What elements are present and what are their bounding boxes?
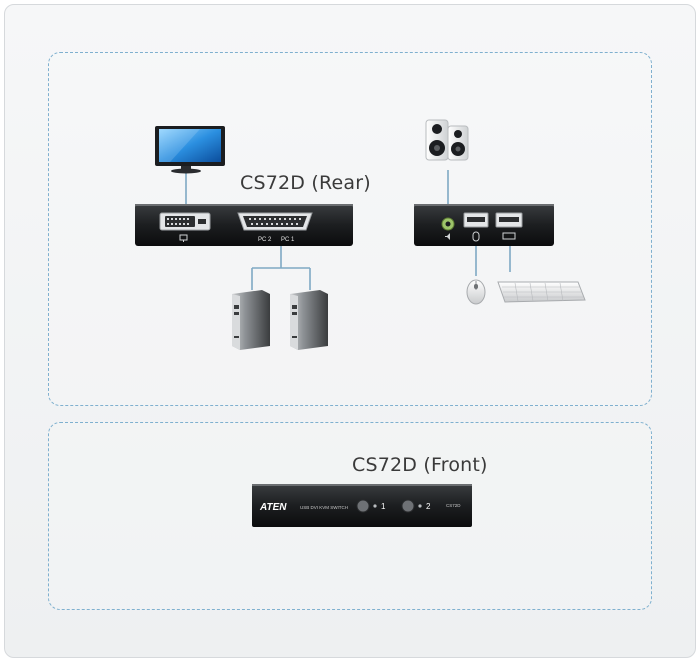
dvi-port: [159, 212, 211, 231]
pc-tower-icon: [290, 290, 328, 350]
kvm-rear-unit-right: [414, 204, 554, 246]
usb-port-keyboard: [495, 212, 523, 228]
kvm-cable-port: [237, 212, 313, 231]
rear-title: CS72D (Rear): [240, 172, 371, 194]
usb-port-mouse: [463, 212, 489, 228]
port-2-button[interactable]: 2: [401, 499, 431, 513]
connection-lines: [185, 170, 511, 290]
pc-tower-icon: [232, 290, 270, 350]
diagram-frame: [4, 4, 696, 658]
keyboard-port-icon: [502, 232, 516, 240]
kvm-front-unit: ATEN USB DVI KVM SWITCH CS72D 1 2: [252, 484, 472, 527]
port-1-label: 1: [381, 502, 386, 511]
brand-logo: ATEN: [259, 502, 287, 513]
pc2-port-label: PC 2: [258, 237, 272, 243]
speaker-port-icon: [445, 233, 450, 240]
mouse-port-icon: [472, 231, 480, 242]
keyboard-icon: [497, 281, 586, 303]
port-2-label: 2: [426, 502, 431, 511]
model-label: CS72D: [446, 503, 461, 508]
monitor-icon: [155, 126, 225, 174]
speakers-icon: [425, 119, 469, 161]
display-port-icon: [179, 234, 188, 242]
product-label: USB DVI KVM SWITCH: [300, 505, 348, 510]
audio-port: [441, 217, 455, 231]
pc1-port-label: PC 1: [281, 237, 295, 243]
mouse-icon: [466, 279, 486, 305]
kvm-rear-unit-left: PC 2 PC 1: [135, 204, 353, 246]
port-1-button[interactable]: 1: [356, 499, 386, 513]
front-title: CS72D (Front): [352, 454, 488, 476]
